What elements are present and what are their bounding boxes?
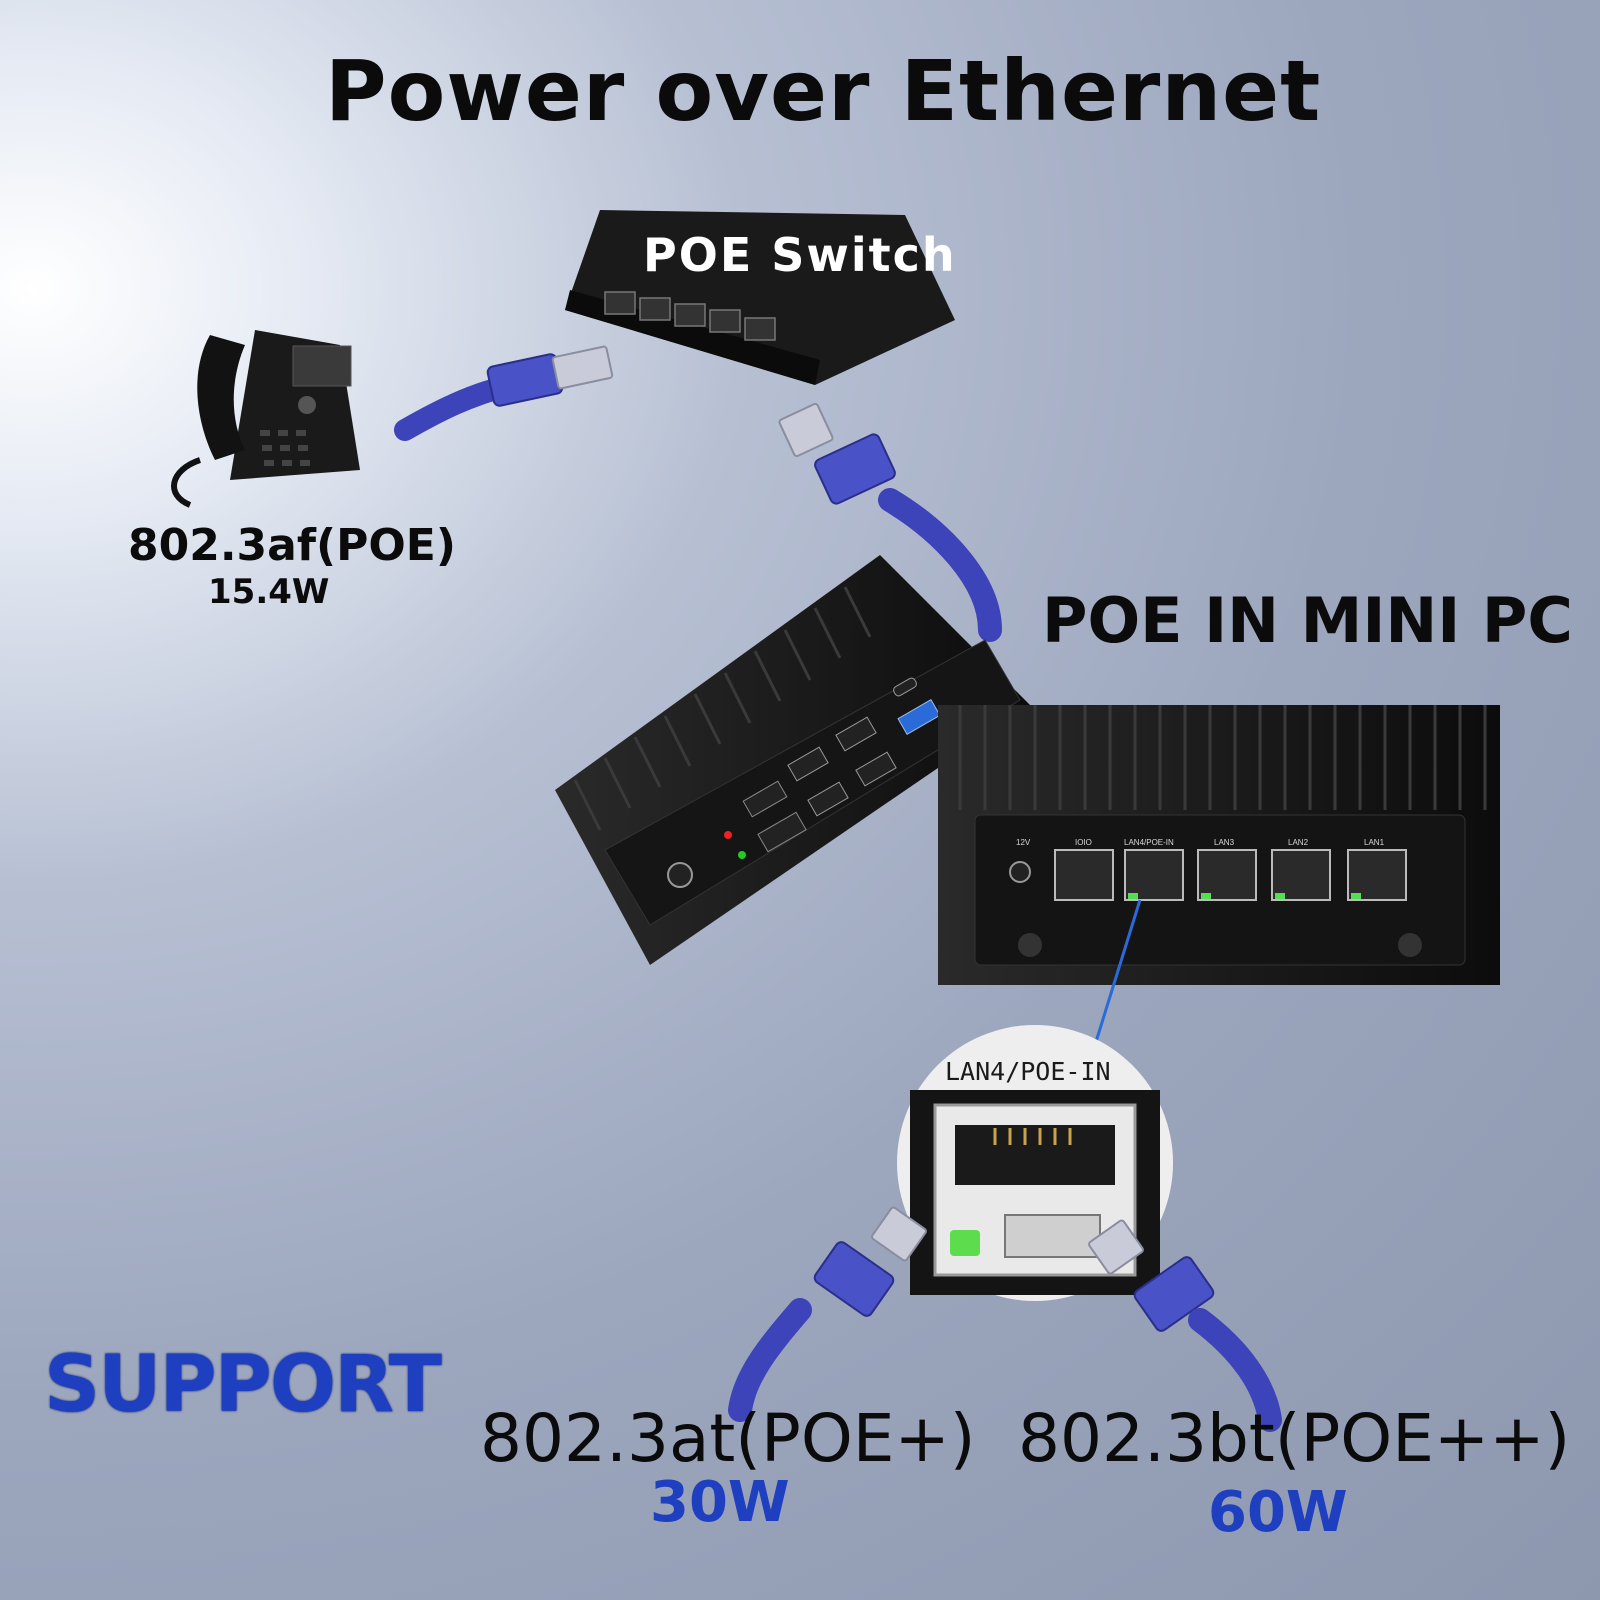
port-label-ioio: IOIO — [1075, 838, 1092, 847]
ethernet-cable-icon — [778, 402, 1002, 642]
mini-pc-icon — [555, 555, 1030, 965]
phone-wattage: 15.4W — [208, 572, 330, 612]
port-label-lan2: LAN2 — [1288, 838, 1309, 847]
port-label-lan3: LAN3 — [1214, 838, 1235, 847]
mini-pc-icon — [938, 705, 1500, 985]
ethernet-cable-icon — [728, 1206, 927, 1422]
poe-switch-icon — [565, 210, 955, 385]
support-wattage-bt: 60W — [1208, 1480, 1348, 1545]
page-title: Power over Ethernet — [325, 42, 1322, 140]
callout-line — [1093, 899, 1142, 1046]
ethernet-cable-icon — [1088, 1219, 1282, 1432]
zoom-port-label: LAN4/POE-IN — [945, 1057, 1111, 1086]
support-heading: SUPPORT — [44, 1340, 442, 1430]
phone-standard: 802.3af(POE) — [128, 520, 456, 571]
ethernet-cable-icon — [394, 345, 614, 441]
support-standard-bt: 802.3bt(POE++) — [1018, 1400, 1571, 1477]
support-standard-at: 802.3at(POE+) — [480, 1400, 976, 1477]
ip-phone-icon — [171, 330, 360, 508]
mini-pc-label: POE IN MINI PC — [1042, 584, 1573, 657]
switch-label: POE Switch — [643, 228, 957, 282]
port-label-lan1: LAN1 — [1364, 838, 1385, 847]
port-label-12v: 12V — [1016, 838, 1031, 847]
support-wattage-at: 30W — [650, 1470, 790, 1535]
port-label-lan4: LAN4/POE-IN — [1124, 838, 1174, 847]
